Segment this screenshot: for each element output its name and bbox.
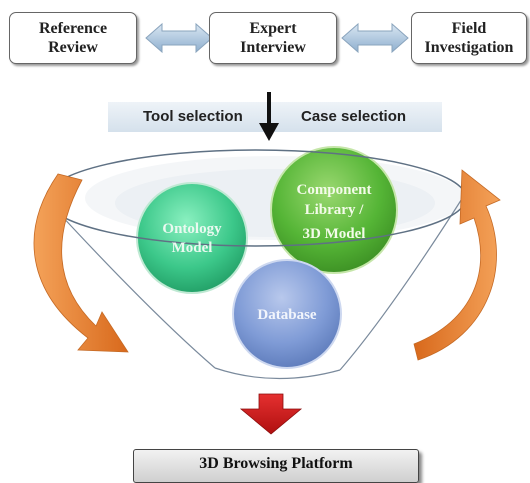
field-investigation-line1: Field <box>451 20 487 37</box>
database-label: Database <box>257 307 317 323</box>
down-arrow-black <box>259 92 279 141</box>
case-selection-label: Case selection <box>301 108 407 125</box>
database-circle <box>232 259 342 369</box>
ontology-label-line2: Model <box>172 240 213 256</box>
browsing-platform-box: 3D Browsing Platform <box>133 449 419 483</box>
reference-review-line2: Review <box>48 39 98 56</box>
expert-interview-line1: Expert <box>249 20 297 37</box>
cycle-arrow-left <box>33 173 129 353</box>
ontology-label-line1: Ontology <box>162 221 222 237</box>
tool-selection-label: Tool selection <box>143 108 243 125</box>
ontology-model-circle <box>136 182 248 294</box>
component-label-line2: Library / <box>305 202 365 218</box>
component-label-line1: Component <box>296 182 371 198</box>
down-arrow-red <box>239 393 303 435</box>
cycle-arrow-right <box>413 169 501 361</box>
field-investigation-line2: Investigation <box>424 39 514 56</box>
expert-interview-line2: Interview <box>240 39 306 56</box>
component-library-circle <box>270 146 398 274</box>
double-arrow-right <box>341 22 409 54</box>
component-label-line3: 3D Model <box>303 226 366 242</box>
double-arrow-left <box>145 22 213 54</box>
reference-review-line1: Reference <box>38 20 108 37</box>
